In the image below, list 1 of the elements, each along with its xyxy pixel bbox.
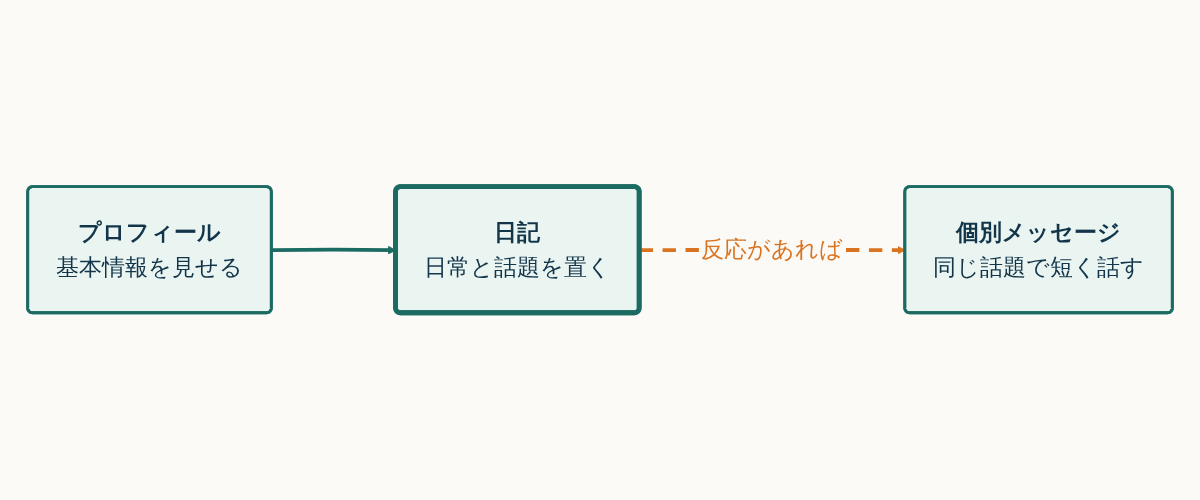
edge-label: 反応があれば xyxy=(701,236,843,264)
